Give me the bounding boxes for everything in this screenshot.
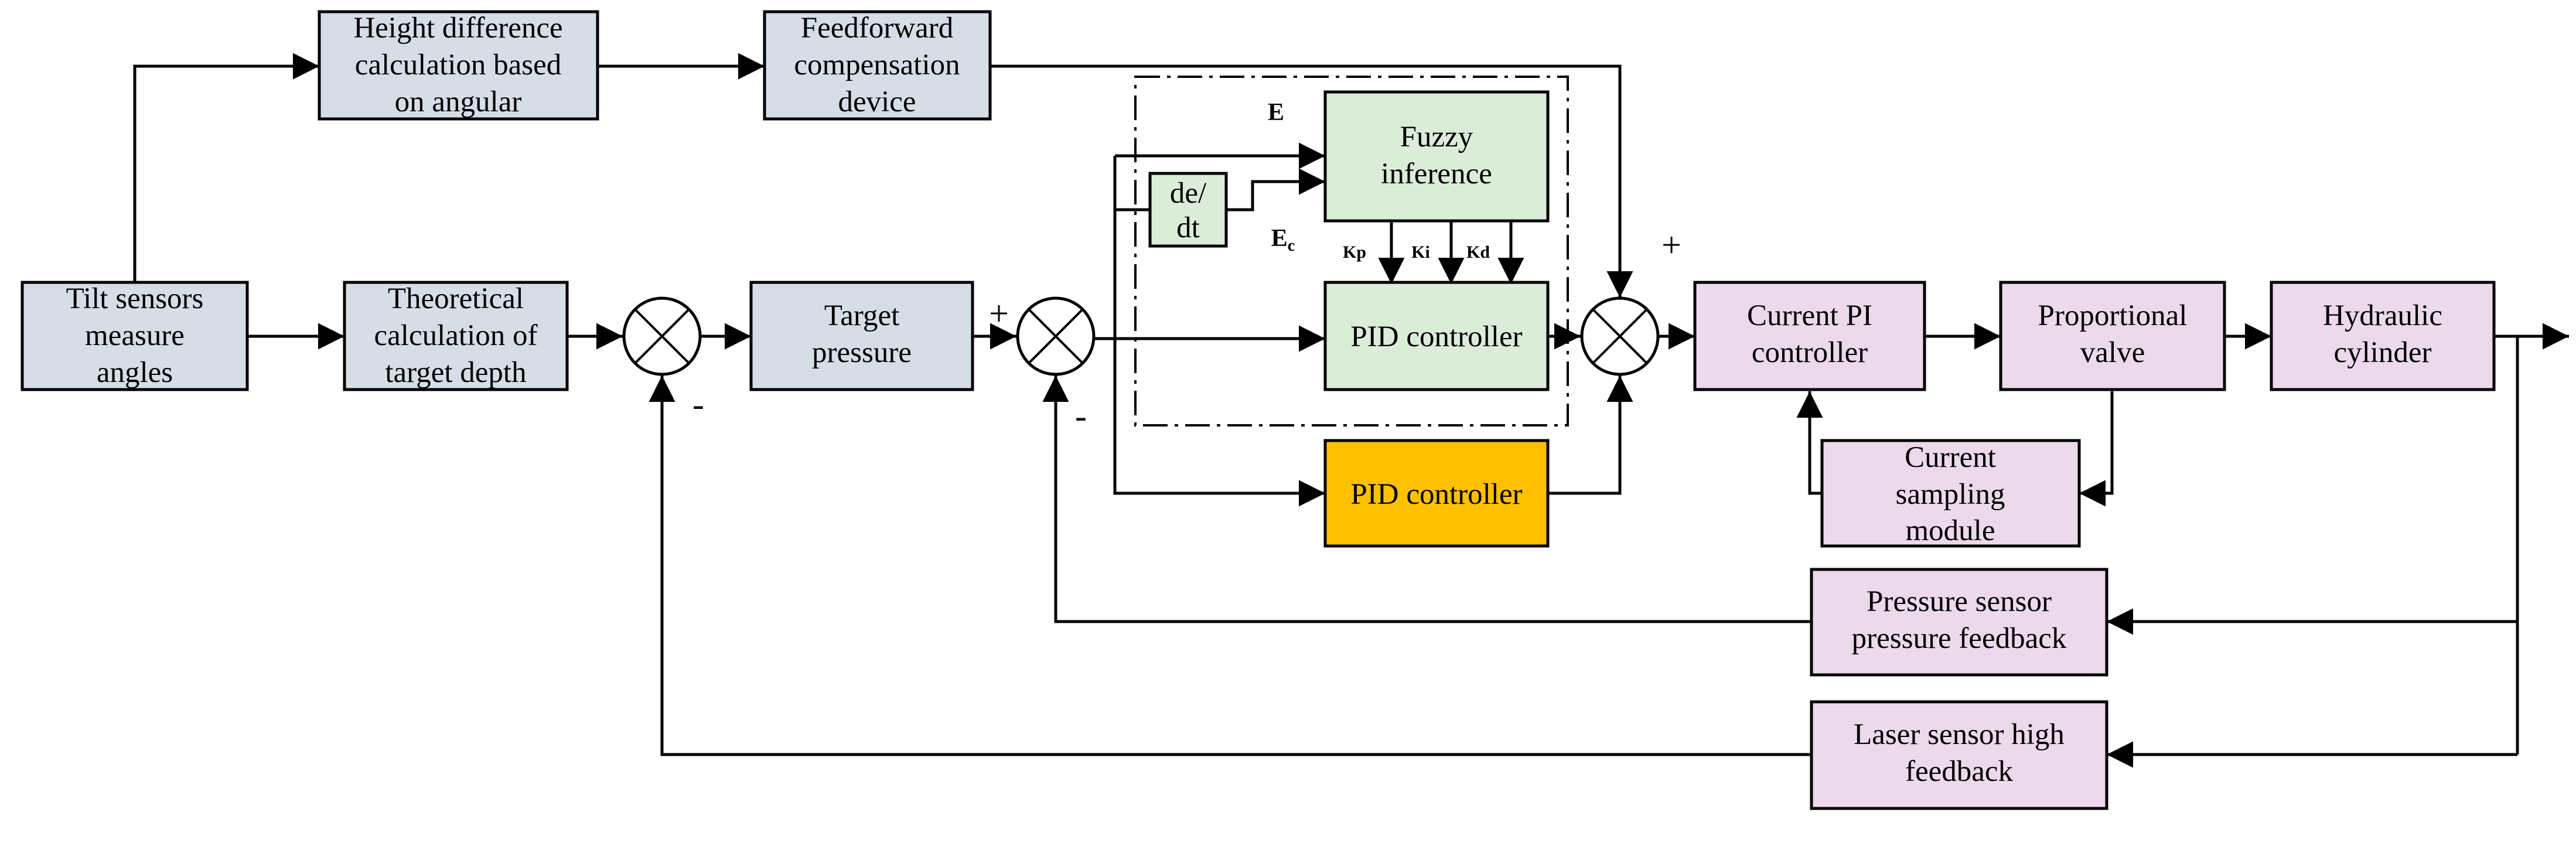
proportional-valve-block: Proportional valve [1999,281,2226,391]
svg-text:module: module [1906,514,1995,547]
svg-text:pressure feedback: pressure feedback [1852,622,2067,655]
svg-text:controller: controller [1752,336,1868,369]
tilt-sensors-block: Tilt sensors measure angles [21,281,249,391]
svg-text:Proportional: Proportional [2038,299,2188,332]
svg-text:target depth: target depth [385,356,526,389]
svg-text:inference: inference [1381,158,1492,190]
signal-wires [133,53,2569,768]
svg-text:dt: dt [1176,211,1200,244]
theoretical-calculation-block: Theoretical calculation of target depth [343,281,569,391]
svg-text:Theoretical: Theoretical [388,282,524,315]
height-difference-block: Height difference calculation based on a… [318,10,599,121]
sum1-minus-sign: - [692,385,704,424]
svg-text:Target: Target [824,299,900,332]
summing-junction-2 [1016,296,1096,376]
pressure-sensor-block: Pressure sensor pressure feedback [1810,568,2108,677]
svg-text:Current PI: Current PI [1747,299,1872,332]
svg-text:Laser sensor high: Laser sensor high [1854,718,2065,751]
svg-text:Pressure sensor: Pressure sensor [1867,585,2052,618]
sum3-plus-sign: + [1661,226,1681,264]
svg-text:calculation of: calculation of [374,319,538,352]
label-kd: Kd [1466,243,1490,262]
label-e: E [1268,99,1284,126]
summing-junction-1 [622,296,702,376]
svg-text:calculation based: calculation based [355,49,562,81]
svg-text:Feedforward: Feedforward [801,12,954,45]
svg-text:Tilt sensors: Tilt sensors [66,282,204,315]
svg-text:valve: valve [2080,336,2145,369]
svg-text:cylinder: cylinder [2333,336,2431,369]
pid-controller-block: PID controller [1323,439,1550,548]
target-pressure-block: Target pressure [749,281,974,391]
sum2-plus-sign: + [989,294,1009,333]
laser-sensor-block: Laser sensor high feedback [1810,700,2108,810]
current-sampling-module-block: Current sampling module [1820,439,2081,548]
svg-text:sampling: sampling [1896,478,2005,511]
svg-text:de/: de/ [1170,177,1207,210]
svg-text:Hydraulic: Hydraulic [2323,299,2442,332]
svg-text:compensation: compensation [794,49,960,81]
fuzzy-pid-region [1134,76,1569,426]
svg-text:feedback: feedback [1905,755,2014,788]
fuzzy-inference-block: Fuzzy inference [1323,90,1550,223]
label-ki: Ki [1411,243,1430,262]
svg-text:Current: Current [1905,441,1996,474]
current-pi-controller-block: Current PI controller [1693,281,1926,391]
svg-text:measure: measure [85,319,185,352]
sum2-minus-sign: - [1075,397,1087,435]
label-kp: Kp [1343,243,1366,262]
svg-text:Height difference: Height difference [353,12,562,45]
svg-text:pressure: pressure [812,336,912,369]
svg-text:PID controller: PID controller [1350,320,1522,353]
svg-text:device: device [838,86,916,118]
svg-text:on angular: on angular [395,86,522,118]
svg-text:Fuzzy: Fuzzy [1400,121,1473,153]
feedforward-compensation-block: Feedforward compensation device [763,10,992,121]
pid-controller-fuzzy-block: PID controller [1323,281,1550,391]
hydraulic-cylinder-block: Hydraulic cylinder [2270,281,2496,391]
svg-text:PID controller: PID controller [1350,478,1522,511]
label-ec: Ec [1271,225,1295,255]
de-dt-block: de/ dt [1148,172,1228,248]
svg-text:angles: angles [97,356,173,389]
summing-junction-3 [1580,296,1660,376]
